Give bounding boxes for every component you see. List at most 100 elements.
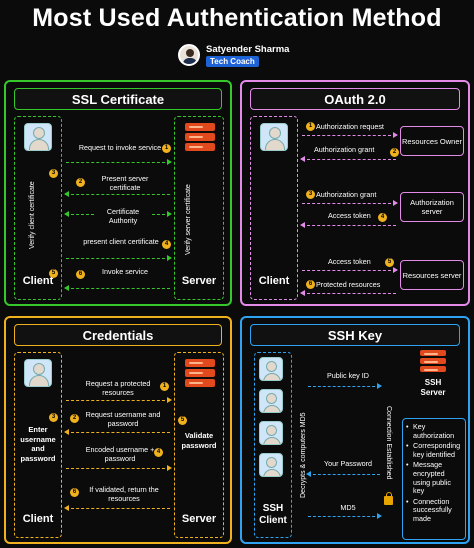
ssl-client-label: Client (22, 275, 54, 287)
oauth-step-2: 2 (390, 148, 399, 157)
server-icon (185, 123, 215, 153)
cred-server-label: Server (181, 513, 217, 525)
ssl-arrow-ca-right (152, 210, 172, 217)
ssh-client-label: SSH Client (259, 503, 287, 526)
user-icon (259, 421, 283, 445)
ssh-server-vertical-label: Connection Established (385, 406, 392, 480)
cred-step-5: 5 (178, 416, 187, 425)
ssl-msg-2: Present server certificate (101, 174, 149, 192)
oauth-box-resources-server: Resources server (400, 260, 464, 290)
ssh-client-column: SSH Client (254, 352, 292, 538)
cred-step-3: 3 (49, 413, 58, 422)
oauth-panel: OAuth 2.0 Client Resources Owner Authori… (240, 80, 470, 306)
ssl-panel: SSL Certificate Verify client certificat… (4, 80, 232, 306)
oauth-step-1: 1 (306, 122, 315, 131)
cred-msg-4: Encoded username + password (85, 445, 155, 463)
ssl-step-1: 1 (162, 144, 171, 153)
ssh-client-vertical-label: Decrypts & computers MD5 (300, 412, 307, 498)
ssh-msg-md5: MD5 (340, 503, 356, 512)
oauth-box-authorization-server: Authorization server (400, 192, 464, 222)
cred-step-2: 2 (70, 414, 79, 423)
ssl-step-2: 2 (76, 178, 85, 187)
oauth-arrow-6 (300, 289, 396, 296)
author-name: Satyender Sharma (206, 44, 290, 55)
oauth-msg-6: Protected resources (316, 280, 381, 289)
oauth-arrow-5 (302, 266, 398, 273)
cred-arrow-6 (64, 504, 170, 511)
lock-icon (384, 492, 393, 505)
ssh-panel: SSH Key SSH Client Decrypts & computers … (240, 316, 470, 544)
ssl-server-column: Verify server certificate Server (174, 116, 224, 300)
cred-msg-6: If validated, return the resources (89, 485, 159, 503)
cred-server-column: Validate password Server (174, 352, 224, 538)
ssh-msg-public-key: Public key ID (327, 371, 369, 380)
ssh-title: SSH Key (250, 324, 460, 346)
ssl-arrow-1 (66, 158, 172, 165)
cred-client-column: Enter username and password Client (14, 352, 62, 538)
ssl-arrow-ca-left (64, 210, 94, 217)
cred-step-1: 1 (160, 382, 169, 391)
cred-server-action: Validate password (181, 431, 217, 450)
user-icon (259, 389, 283, 413)
oauth-box-resources-owner: Resources Owner (400, 126, 464, 156)
ssl-arrow-4 (66, 254, 172, 261)
credentials-title: Credentials (14, 324, 222, 346)
cred-step-4: 4 (154, 448, 163, 457)
user-icon (259, 357, 283, 381)
oauth-msg-3: Authorization grant (316, 190, 377, 199)
user-icon (259, 453, 283, 477)
cred-client-label: Client (22, 513, 54, 525)
ssh-arrow-public-key (308, 382, 382, 389)
author-role: Tech Coach (206, 56, 259, 67)
ssh-steps-list: Key authorization Corresponding key iden… (402, 418, 466, 540)
ssl-msg-1: Request to invoke service (78, 143, 162, 152)
oauth-arrow-1 (302, 131, 398, 138)
cred-msg-1: Request a protected resources (85, 379, 151, 397)
ssl-step-3: 3 (49, 169, 58, 178)
page-title: Most Used Authentication Method (32, 4, 442, 32)
ssh-step-item: Connection successfully made (405, 497, 461, 524)
oauth-step-6: 6 (306, 280, 315, 289)
ssl-client-vertical-label: Verify client certificate (29, 181, 36, 249)
ssl-server-vertical-label: Verify server certificate (185, 184, 192, 255)
oauth-step-3: 3 (306, 190, 315, 199)
oauth-title: OAuth 2.0 (250, 88, 460, 110)
oauth-msg-2: Authorization grant (314, 145, 375, 154)
cred-msg-2: Request username and password (85, 410, 161, 428)
cred-step-6: 6 (70, 488, 79, 497)
ssh-step-item: Corresponding key identified (405, 441, 461, 459)
oauth-client-label: Client (258, 275, 290, 287)
oauth-client-column: Client (250, 116, 298, 300)
credentials-panel: Credentials Enter username and password … (4, 316, 232, 544)
server-icon (420, 350, 446, 374)
ssl-arrow-2 (64, 190, 170, 197)
user-icon (260, 123, 288, 151)
ssl-step-6: 6 (76, 270, 85, 279)
user-icon (24, 123, 52, 151)
ssl-arrow-6 (64, 284, 170, 291)
oauth-msg-1: Authorization request (316, 122, 384, 131)
cred-arrow-4 (66, 464, 172, 471)
ssh-step-item: Message encrypted using public key (405, 461, 461, 495)
ssh-msg-password: Your Password (323, 459, 373, 468)
ssl-server-label: Server (181, 275, 217, 287)
ssh-arrow-password (306, 470, 380, 477)
ssl-step-5: 5 (49, 269, 58, 278)
cred-arrow-2 (64, 428, 170, 435)
ssl-title: SSL Certificate (14, 88, 222, 110)
oauth-arrow-3 (302, 199, 398, 206)
ssl-msg-6: Invoke service (102, 267, 148, 276)
ssl-client-column: Verify client certificate Client (14, 116, 62, 300)
author-badge: Satyender Sharma Tech Coach (178, 44, 298, 68)
cred-client-action: Enter username and password (20, 425, 56, 463)
oauth-step-4: 4 (378, 213, 387, 222)
user-icon (24, 359, 52, 387)
ssl-step-4: 4 (162, 240, 171, 249)
ssh-arrow-md5 (308, 512, 382, 519)
oauth-step-5: 5 (385, 258, 394, 267)
ssl-msg-4: present client certificate (83, 237, 159, 246)
ssh-step-item: Key authorization (405, 422, 461, 440)
oauth-msg-5: Access token (328, 257, 371, 266)
cred-arrow-1 (66, 396, 172, 403)
ssl-msg-ca: Certificate Authority (106, 207, 140, 225)
